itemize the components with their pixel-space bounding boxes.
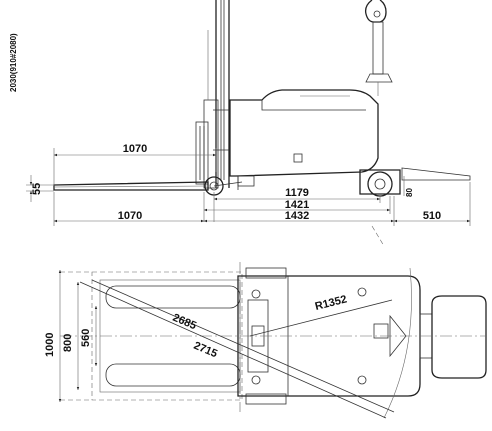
- side-view-dimensions: 1070 55 1179 1421 1432 1070: [26, 143, 471, 247]
- tiller: [364, 0, 471, 181]
- fork-outer-width-label: 800: [62, 334, 74, 352]
- tiller-head-top: [419, 295, 487, 379]
- diag-inner-label: 2685: [171, 312, 198, 333]
- side-view: 2030(910#2080): [9, 0, 471, 247]
- fork-inner-width-label: 560: [80, 329, 92, 347]
- length-1432-label: 1432: [285, 210, 309, 222]
- top-view-dimensions: 1000 800 560: [44, 270, 98, 402]
- fork-height-label: 55: [31, 183, 43, 195]
- length-1421-label: 1421: [285, 199, 309, 211]
- mast-height-note: 2030(910#2080): [9, 33, 18, 92]
- length-1179-label: 1179: [285, 187, 309, 199]
- fork-length-label: 1070: [118, 210, 142, 222]
- drive-wheel: [359, 169, 401, 197]
- overall-width-label: 1000: [44, 333, 56, 357]
- fork-carriage: [195, 121, 209, 185]
- ground-clearance-label: 80: [405, 188, 414, 197]
- fork-reach-label: 1070: [123, 143, 147, 155]
- tiller-length-label: 510: [423, 210, 441, 222]
- truck-body: [229, 89, 379, 190]
- top-view: R1352 2685 2715 1000 800 560: [44, 262, 487, 419]
- turn-radius-label: R1352: [314, 293, 348, 312]
- fork: [53, 181, 209, 191]
- diag-outer-label: 2715: [192, 340, 219, 361]
- centerlines: [60, 262, 486, 412]
